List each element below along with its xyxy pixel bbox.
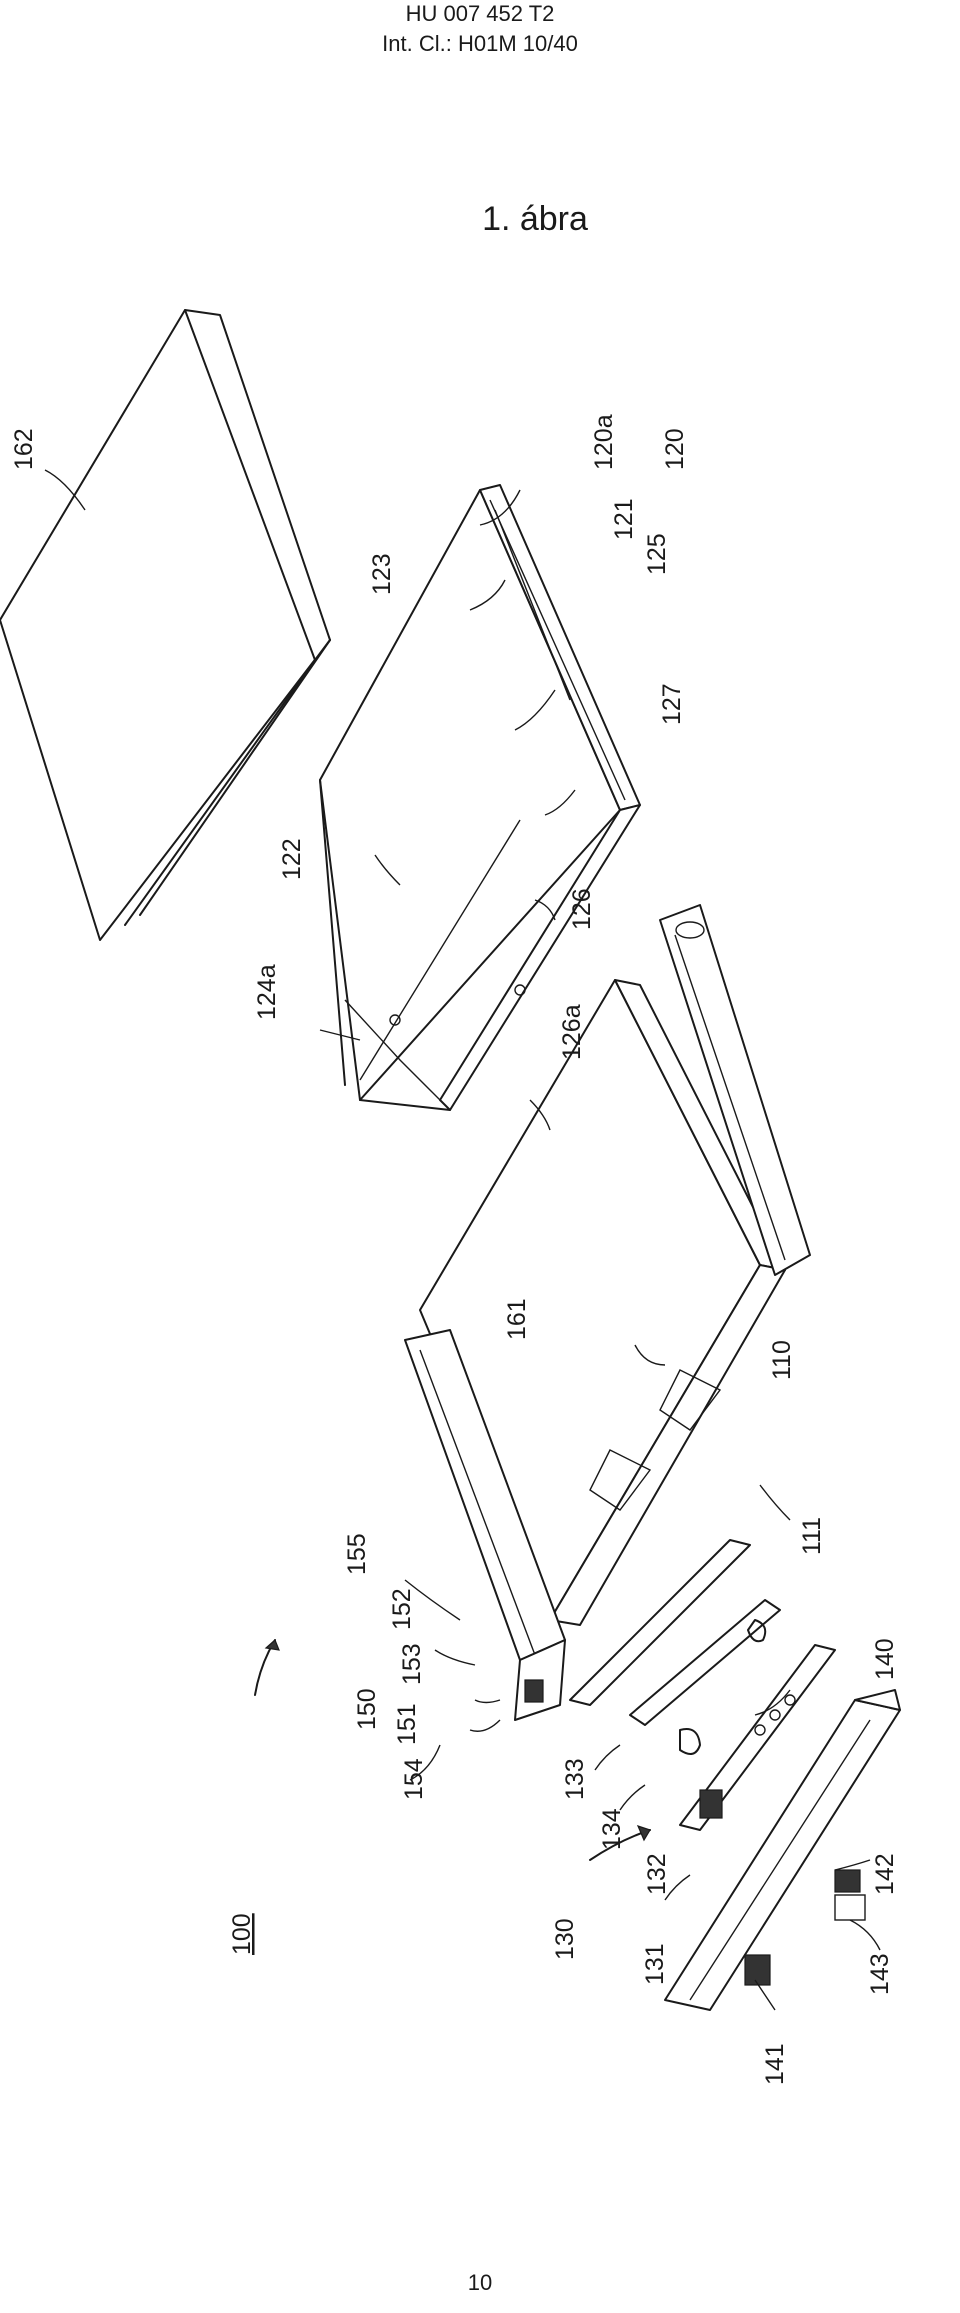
page-number: 10	[467, 2270, 493, 2295]
label-151: 151	[393, 1703, 421, 1745]
label-162: 162	[10, 428, 38, 470]
figure-title: 1. ábra	[482, 200, 588, 238]
label-141: 141	[761, 2043, 789, 2085]
label-123: 123	[368, 553, 396, 595]
label-sheet-162	[0, 309, 331, 941]
label-130: 130	[551, 1918, 579, 1960]
strips-133-134	[569, 1539, 781, 1726]
lower-case-140	[664, 1689, 901, 2011]
label-124a: 124a	[253, 964, 281, 1020]
label-126a: 126a	[558, 1004, 586, 1060]
pcb-module-130	[679, 1644, 836, 1831]
label-154: 154	[400, 1758, 428, 1800]
label-120a: 120a	[590, 414, 618, 470]
label-153: 153	[398, 1643, 426, 1685]
battery-cell-110	[419, 979, 786, 1626]
label-161: 161	[503, 1298, 531, 1340]
patent-number: HU 007 452 T2	[405, 1, 555, 26]
leader-lines	[44, 469, 881, 2011]
label-100: 100	[228, 1913, 256, 1955]
label-122: 122	[278, 838, 306, 880]
label-143: 143	[866, 1953, 894, 1995]
label-131: 131	[641, 1943, 669, 1985]
label-120: 120	[661, 428, 689, 470]
label-155: 155	[343, 1533, 371, 1575]
label-152: 152	[388, 1588, 416, 1630]
label-142: 142	[871, 1853, 899, 1895]
label-134: 134	[598, 1808, 626, 1850]
label-150: 150	[353, 1688, 381, 1730]
label-132: 132	[643, 1853, 671, 1895]
label-126: 126	[568, 888, 596, 930]
reference-labels: 162 120a 120 121 123 125 127 122 126 124…	[10, 414, 899, 2085]
side-rail	[659, 904, 811, 1276]
label-140: 140	[871, 1638, 899, 1680]
label-125: 125	[643, 533, 671, 575]
label-133: 133	[561, 1758, 589, 1800]
label-127: 127	[658, 683, 686, 725]
classification: Int. Cl.: H01M 10/40	[382, 31, 578, 56]
upper-case-120	[319, 484, 641, 1111]
holder-assembly-150	[404, 1329, 566, 1721]
label-121: 121	[610, 498, 638, 540]
label-111: 111	[798, 1517, 826, 1555]
label-110: 110	[768, 1340, 796, 1380]
